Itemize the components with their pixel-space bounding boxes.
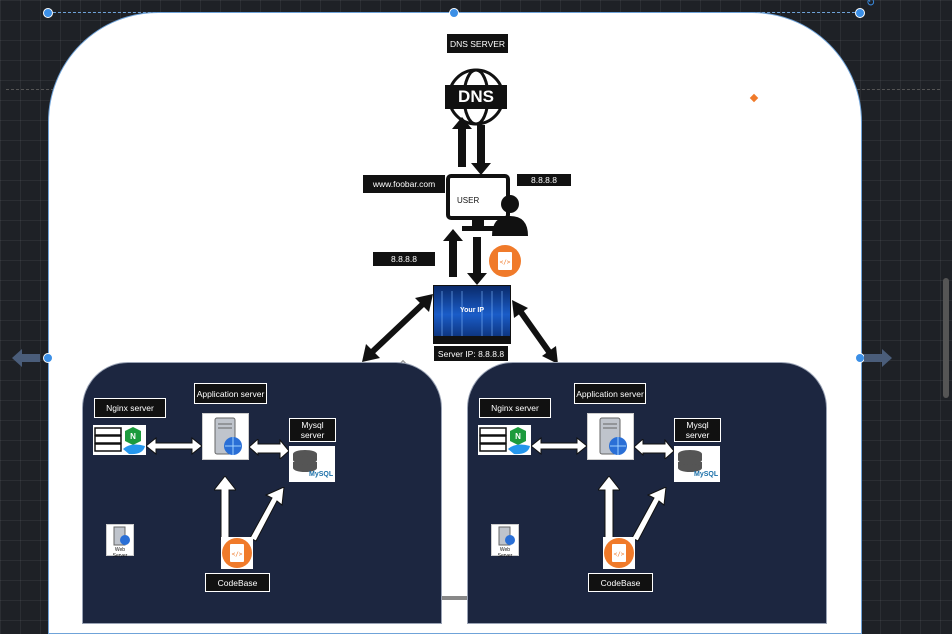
right-app-mysql-arrow-icon: [634, 439, 674, 459]
left-codebase-app-arrow-icon: [214, 476, 236, 540]
right-nginx-label: Nginx server: [479, 398, 551, 418]
server-room-image: Your IP: [433, 285, 511, 344]
left-codebase-icon: </>: [221, 537, 253, 569]
right-mysql-label: Mysql server: [674, 418, 721, 442]
right-codebase-mysql-arrow-icon: [631, 487, 667, 542]
user-server-arrows-icon: [443, 229, 487, 285]
user-label: USER: [457, 196, 480, 205]
left-app-label: Application server: [194, 383, 267, 404]
dns-ip-label: 8.8.8.8: [516, 173, 572, 187]
code-file-icon: </>: [488, 244, 522, 278]
right-nginx-icon: N: [478, 425, 531, 455]
right-mysql-icon: MySQL: [674, 446, 720, 482]
left-app-mysql-arrow-icon: [249, 439, 289, 459]
connect-arrow-left-icon[interactable]: [12, 349, 42, 367]
right-web-server-icon: Web Server: [491, 524, 519, 559]
dns-globe-text: DNS: [458, 87, 494, 106]
left-mysql-icon: MySQL: [289, 446, 335, 482]
left-app-server-icon: [202, 413, 249, 460]
right-app-label: Application server: [574, 383, 646, 404]
svg-text:</>: </>: [614, 551, 625, 558]
left-nginx-label: Nginx server: [94, 398, 166, 418]
domain-label: www.foobar.com: [362, 174, 446, 194]
left-nginx-app-arrow-icon: [146, 437, 202, 455]
resize-handle-left[interactable]: [43, 353, 53, 363]
left-mysql-label: Mysql server: [289, 418, 336, 442]
dns-server-label: DNS SERVER: [446, 33, 509, 54]
left-codebase-label: CodeBase: [205, 573, 270, 592]
svg-text:N: N: [130, 432, 136, 441]
right-nginx-app-arrow-icon: [531, 437, 587, 455]
dns-globe-icon: DNS: [445, 68, 507, 126]
your-ip-text: Your IP: [460, 307, 484, 314]
right-codebase-app-arrow-icon: [598, 476, 620, 540]
left-web-server-icon: Web Server: [106, 524, 134, 559]
server-to-left-cluster-arrow-icon: [362, 294, 433, 362]
left-web-server-label: Web Server: [112, 547, 128, 559]
vertical-scrollbar[interactable]: [943, 278, 949, 398]
svg-text:N: N: [515, 432, 521, 441]
left-codebase-mysql-arrow-icon: [249, 487, 285, 542]
connect-arrow-right-icon[interactable]: [862, 349, 892, 367]
left-mysql-logo-text: MySQL: [309, 471, 334, 478]
svg-text:</>: </>: [500, 259, 511, 266]
right-codebase-label: CodeBase: [588, 573, 653, 592]
left-nginx-icon: N: [93, 425, 146, 455]
rotate-handle-icon[interactable]: ↻: [866, 0, 876, 9]
dns-ip-left-label: 8.8.8.8: [372, 251, 436, 267]
server-ip-label: Server IP: 8.8.8.8: [433, 345, 509, 362]
user-computer-icon: USER: [446, 174, 530, 236]
resize-handle-top[interactable]: [449, 8, 459, 18]
right-codebase-icon: </>: [603, 537, 635, 569]
right-app-server-icon: [587, 413, 634, 460]
server-to-right-cluster-arrow-icon: [512, 300, 558, 364]
dns-user-arrows-icon: [452, 117, 491, 175]
svg-text:</>: </>: [232, 551, 243, 558]
resize-handle-top-left[interactable]: [43, 8, 53, 18]
right-web-server-label: Web Server: [497, 547, 513, 559]
resize-handle-top-right[interactable]: [855, 8, 865, 18]
right-mysql-logo-text: MySQL: [694, 471, 719, 478]
